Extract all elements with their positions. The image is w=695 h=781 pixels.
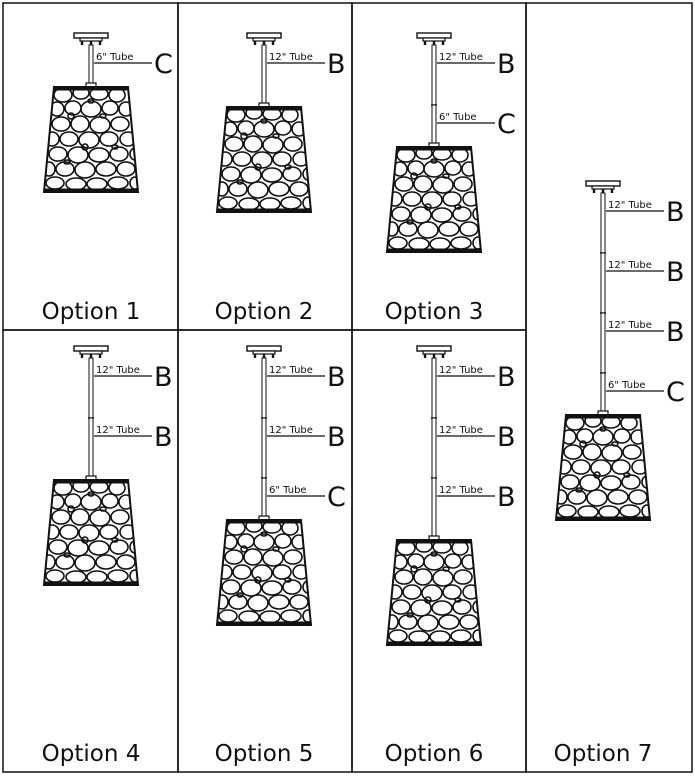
tube-segment: 12" Tube B (600, 252, 685, 314)
tube-length-label: 12" Tube (608, 260, 652, 271)
tube-part-letter: B (497, 362, 516, 393)
tube-length-label: 12" Tube (439, 52, 483, 63)
pendant-lamp-icon (42, 82, 140, 193)
option-cell: 6" Tube C Option 1 (2, 2, 179, 331)
pendant-lamp-icon (554, 410, 652, 521)
tube-segment: 12" Tube B (600, 192, 685, 254)
tube-part-letter: B (154, 362, 173, 393)
option-label: Option 6 (385, 741, 484, 767)
tube-part-letter: B (497, 49, 516, 80)
tube-segment: 12" Tube B (261, 417, 346, 479)
option-label: Option 3 (385, 299, 484, 325)
tube-length-label: 12" Tube (96, 365, 140, 376)
tube-part-letter: B (327, 49, 346, 80)
tube-length-label: 6" Tube (269, 485, 307, 496)
tube-part-letter: B (154, 422, 173, 453)
option-label: Option 5 (215, 741, 314, 767)
tube-segment: 6" Tube C (261, 477, 346, 519)
pendant-lamp-icon (385, 142, 483, 253)
option-label: Option 7 (554, 741, 653, 767)
tube-segment: 12" Tube B (431, 357, 516, 419)
tube-segment: 12" Tube B (88, 357, 173, 419)
tube-segment: 12" Tube B (600, 312, 685, 374)
canopy-icon (416, 345, 452, 358)
option-cell: 12" Tube B Option 2 (177, 2, 353, 331)
pendant-lamp-icon (42, 475, 140, 586)
tube-part-letter: B (497, 422, 516, 453)
tube-segment: 6" Tube C (88, 44, 173, 86)
pendant-lamp-icon (215, 102, 313, 213)
option-label: Option 4 (42, 741, 141, 767)
tube-segment: 12" Tube B (261, 357, 346, 419)
tube-length-label: 12" Tube (269, 52, 313, 63)
tube-length-label: 12" Tube (96, 425, 140, 436)
tube-part-letter: B (666, 257, 685, 288)
tube-part-letter: B (497, 482, 516, 513)
option-cell: 12" Tube B 6" Tube C Option 3 (351, 2, 527, 331)
tube-segment: 6" Tube C (600, 372, 685, 414)
tube-part-letter: B (666, 197, 685, 228)
tube-part-letter: B (327, 362, 346, 393)
option-label: Option 2 (215, 299, 314, 325)
tube-length-label: 12" Tube (269, 425, 313, 436)
tube-part-letter: C (154, 49, 173, 80)
tube-length-label: 12" Tube (439, 425, 483, 436)
canopy-icon (73, 32, 109, 45)
tube-part-letter: C (666, 377, 685, 408)
tube-length-label: 12" Tube (439, 365, 483, 376)
tube-length-label: 12" Tube (439, 485, 483, 496)
tube-part-letter: B (666, 317, 685, 348)
tube-length-label: 12" Tube (269, 365, 313, 376)
canopy-icon (416, 32, 452, 45)
tube-length-label: 6" Tube (608, 380, 646, 391)
pendant-lamp-icon (215, 515, 313, 626)
tube-part-letter: C (497, 109, 516, 140)
tube-length-label: 12" Tube (608, 320, 652, 331)
tube-segment: 6" Tube C (431, 104, 516, 146)
tube-segment: 12" Tube B (431, 44, 516, 106)
canopy-icon (246, 32, 282, 45)
tube-length-label: 6" Tube (96, 52, 134, 63)
tube-segment: 12" Tube B (88, 417, 173, 479)
option-label: Option 1 (42, 299, 141, 325)
tube-part-letter: C (327, 482, 346, 513)
tube-segment: 12" Tube B (261, 44, 346, 106)
pendant-lamp-icon (385, 535, 483, 646)
tube-length-label: 6" Tube (439, 112, 477, 123)
canopy-icon (246, 345, 282, 358)
tube-part-letter: B (327, 422, 346, 453)
tube-length-label: 12" Tube (608, 200, 652, 211)
tube-segment: 12" Tube B (431, 477, 516, 539)
canopy-icon (585, 180, 621, 193)
canopy-icon (73, 345, 109, 358)
tube-segment: 12" Tube B (431, 417, 516, 479)
cell-border (525, 2, 693, 773)
